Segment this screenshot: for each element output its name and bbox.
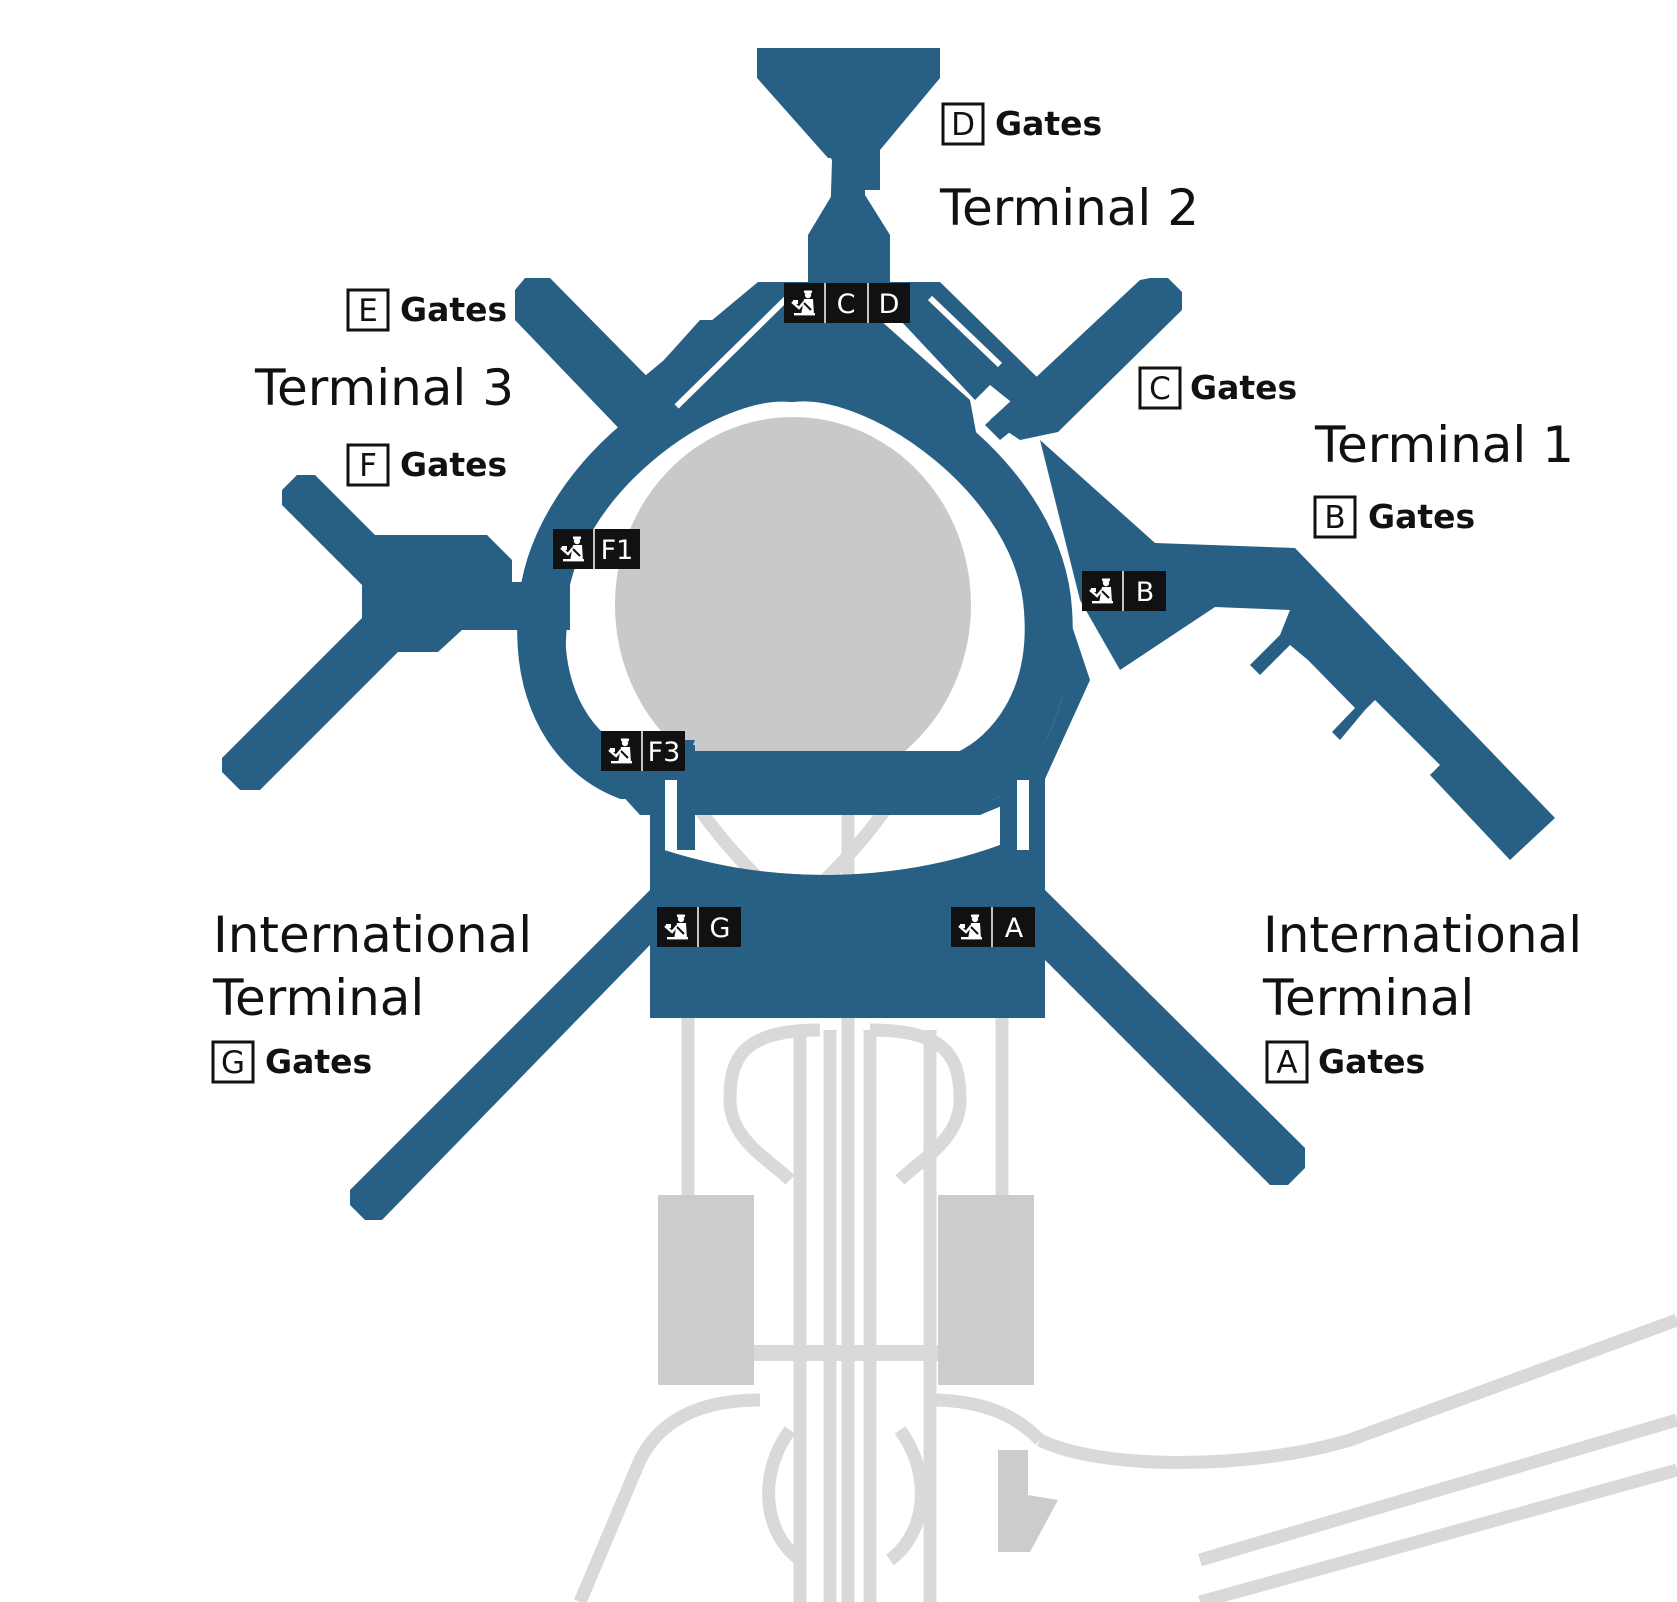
terminal1-b-gates-pier — [1040, 440, 1555, 860]
international-terminal-a-label-group: International Terminal A Gates — [1262, 906, 1582, 1084]
gates-label-c: Gates — [1190, 368, 1297, 407]
gate-letter-box-g — [211, 1040, 255, 1084]
terminal3-e-gates-arm — [515, 278, 690, 450]
gate-letter-box-f — [346, 443, 390, 487]
terminal2-stem — [808, 150, 890, 300]
gate-letter-b: B — [1324, 500, 1345, 536]
center-parking-lot — [615, 417, 971, 793]
checkpoint-label-a: A — [1005, 913, 1024, 944]
international-g-gates-pier — [350, 890, 650, 1220]
checkpoint-b[interactable]: B — [1082, 571, 1166, 611]
gates-label-b: Gates — [1368, 497, 1475, 536]
gate-letter-g: G — [221, 1045, 245, 1081]
checkpoint-label-d: D — [879, 289, 900, 320]
checkpoint-label-b: B — [1136, 577, 1155, 608]
international-a-title-line2: Terminal — [1262, 969, 1474, 1027]
parking-garage-right — [938, 1195, 1034, 1385]
checkpoint-badge-bg — [553, 529, 640, 569]
international-g-title-line1: International — [213, 906, 532, 964]
gate-letter-box-d — [941, 102, 985, 146]
terminal3-f-gates-pier — [222, 475, 570, 790]
gate-letter-box-a — [1265, 1040, 1309, 1084]
checkpoint-f1[interactable]: F1 — [553, 529, 640, 569]
gate-letter-box-c — [1138, 366, 1182, 410]
parking-garage-left — [658, 1195, 754, 1385]
terminal2-walkway-right — [927, 295, 1003, 368]
access-roads — [574, 776, 1677, 1602]
gate-letter-a: A — [1276, 1045, 1297, 1081]
checkpoint-g[interactable]: G — [657, 907, 741, 947]
gates-label-f: Gates — [400, 445, 507, 484]
gates-label-d: Gates — [995, 104, 1102, 143]
checkpoint-label-f1: F1 — [601, 535, 634, 566]
gate-letter-box-b — [1313, 495, 1357, 539]
roadways-background — [518, 349, 1677, 1602]
terminal-3-title: Terminal 3 — [254, 359, 514, 417]
terminal-buildings — [222, 48, 1555, 1220]
gate-letter-c: C — [1149, 371, 1171, 407]
checkpoint-f3[interactable]: F3 — [601, 731, 685, 771]
international-a-title-line1: International — [1263, 906, 1582, 964]
terminal-1-title: Terminal 1 — [1314, 416, 1574, 474]
terminal2-walkway-left — [672, 292, 793, 411]
terminal2-connector — [640, 282, 1040, 405]
rental-car-building — [998, 1450, 1058, 1552]
international-g-title-line2: Terminal — [212, 969, 424, 1027]
terminal-3-label-group: E Gates Terminal 3 F Gates — [254, 288, 514, 487]
gate-letter-box-e — [346, 288, 390, 332]
gates-label-g: Gates — [265, 1042, 372, 1081]
checkpoint-label-c: C — [837, 289, 856, 320]
checkpoint-label-f3: F3 — [648, 737, 681, 768]
international-a-gates-pier — [1045, 890, 1305, 1185]
walkway-gap-left — [665, 780, 677, 850]
terminal-1-label-group: C Gates Terminal 1 B Gates — [1138, 366, 1574, 539]
terminal-2-label-group: D Gates Terminal 2 — [939, 102, 1199, 237]
gates-label-a: Gates — [1318, 1042, 1425, 1081]
terminal-2-title: Terminal 2 — [939, 179, 1199, 237]
checkpoint-cd[interactable]: C D — [784, 283, 910, 323]
garage-connector — [754, 1345, 938, 1361]
gate-letter-f: F — [359, 448, 377, 484]
gates-label-e: Gates — [400, 290, 507, 329]
checkpoint-label-g: G — [710, 913, 731, 944]
terminal1-c-gates-arm — [990, 278, 1182, 440]
international-terminal-g-label-group: International Terminal G Gates — [211, 906, 532, 1084]
gate-letter-e: E — [358, 293, 378, 329]
terminal2-d-gates-head — [757, 48, 940, 158]
gate-letter-d: D — [951, 107, 975, 143]
international-terminal-body — [650, 845, 1045, 1018]
ring-outline — [517, 353, 1073, 799]
checkpoint-a[interactable]: A — [951, 907, 1035, 947]
walkway-gap-right — [1017, 780, 1029, 850]
